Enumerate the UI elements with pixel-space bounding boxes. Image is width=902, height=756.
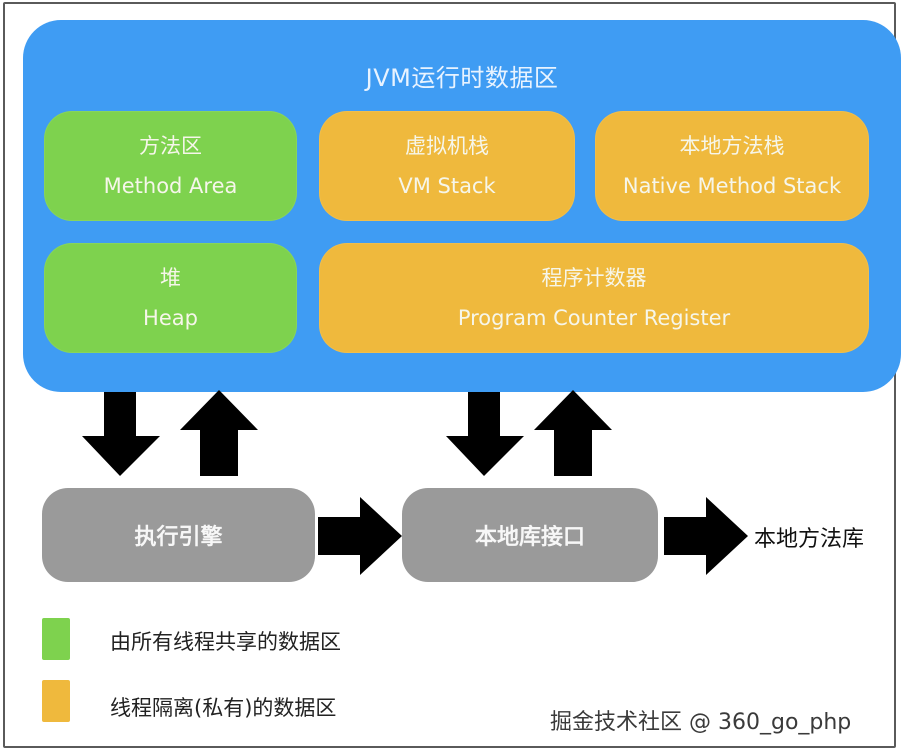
arrow-up-from-execution-engine: [180, 390, 258, 476]
native-interface-label: 本地库接口: [474, 525, 585, 550]
arrow-down-to-execution-engine: [82, 392, 160, 476]
method-area-region: 方法区 Method Area: [44, 111, 297, 221]
vm-stack-region: 虚拟机栈 VM Stack: [319, 111, 575, 221]
watermark: 掘金技术社区 @ 360_go_php: [550, 710, 852, 735]
arrow-down-to-native-interface: [446, 392, 524, 476]
native-library-label: 本地方法库: [754, 527, 865, 552]
execution-engine-label: 执行引擎: [134, 525, 223, 550]
legend-shared-swatch: [42, 618, 70, 660]
execution-engine-box: 执行引擎: [42, 488, 315, 582]
legend-shared-label: 由所有线程共享的数据区: [110, 630, 341, 654]
native-method-stack-region: 本地方法栈 Native Method Stack: [595, 111, 869, 221]
program-counter-register-region: 程序计数器 Program Counter Register: [319, 243, 869, 353]
legend-private-label: 线程隔离(私有)的数据区: [110, 696, 337, 720]
vm-stack-zh: 虚拟机栈: [405, 134, 489, 158]
arrow-right-to-native-library: [664, 497, 748, 575]
native-method-stack-zh: 本地方法栈: [679, 134, 785, 158]
legend-private-swatch: [42, 680, 70, 722]
program-counter-register-en: Program Counter Register: [457, 306, 731, 330]
program-counter-register-zh: 程序计数器: [541, 266, 647, 290]
arrow-right-to-native-interface: [318, 497, 402, 575]
runtime-data-area-title: JVM运行时数据区: [365, 64, 559, 92]
method-area-zh: 方法区: [139, 134, 202, 158]
native-interface-box: 本地库接口: [402, 488, 658, 582]
arrow-up-from-native-interface: [534, 390, 612, 476]
heap-en: Heap: [143, 306, 198, 330]
heap-region: 堆 Heap: [44, 243, 297, 353]
vm-stack-en: VM Stack: [398, 174, 496, 198]
native-method-stack-en: Native Method Stack: [622, 174, 842, 198]
method-area-en: Method Area: [103, 174, 238, 198]
heap-zh: 堆: [160, 266, 181, 290]
